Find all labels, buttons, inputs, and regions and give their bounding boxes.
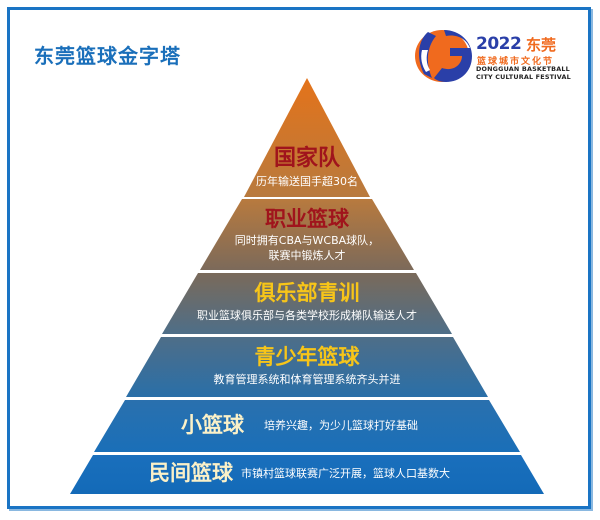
level-2-title: 职业篮球 [265,207,349,231]
level-5-desc: 培养兴趣，为少儿篮球打好基础 [264,419,418,432]
level-6-desc: 市镇村篮球联赛广泛开展，篮球人口基数大 [241,467,450,480]
pyramid-level-2 [200,199,414,270]
logo-subtitle-en-2: CITY CULTURAL FESTIVAL [476,73,571,81]
level-3-title: 俱乐部青训 [254,281,360,305]
level-4-label: 青少年篮球 教育管理系统和体育管理系统齐头并进 [157,344,457,388]
level-3-desc: 职业篮球俱乐部与各类学校形成梯队输送人才 [197,309,417,322]
diagram-frame [7,7,591,509]
level-3-label: 俱乐部青训 职业篮球俱乐部与各类学校形成梯队输送人才 [157,280,457,324]
level-5-label: 小篮球 培养兴趣，为少儿篮球打好基础 [181,412,481,438]
pyramid-level-4 [126,337,488,397]
level-1-title: 国家队 [273,146,340,171]
pyramid-level-5 [94,400,520,452]
pyramid-level-3 [162,273,452,334]
logo-subtitle-en-1: DONGGUAN BASKETBALL [476,65,570,73]
level-2-label: 职业篮球 同时拥有CBA与WCBA球队， 联赛中锻炼人才 [207,206,407,263]
pyramid-level-6 [70,455,544,494]
level-6-title: 民间篮球 [149,461,233,485]
level-4-title: 青少年篮球 [254,345,360,369]
pyramid-level-1 [244,78,370,197]
logo-subtitle-cn: 篮球城市文化节 [477,57,555,67]
festival-logo: 2022 东莞 篮球城市文化节 DONGGUAN BASKETBALL CITY… [414,28,574,84]
level-4-desc: 教育管理系统和体育管理系统齐头并进 [213,373,401,386]
level-6-label: 民间篮球 市镇村篮球联赛广泛开展，篮球人口基数大 [149,460,509,486]
level-1-desc: 历年输送国手超30名 [256,175,358,188]
logo-year: 2022 [476,34,522,54]
level-2-desc-line1: 同时拥有CBA与WCBA球队， [234,234,380,247]
dg-logo-icon [415,30,472,82]
level-1-label: 国家队 历年输送国手超30名 [207,146,407,190]
page-title: 东莞篮球金字塔 [34,44,181,68]
level-5-title: 小篮球 [181,413,244,437]
level-2-desc-line2: 联赛中锻炼人才 [268,249,346,262]
logo-city: 东莞 [526,36,557,54]
